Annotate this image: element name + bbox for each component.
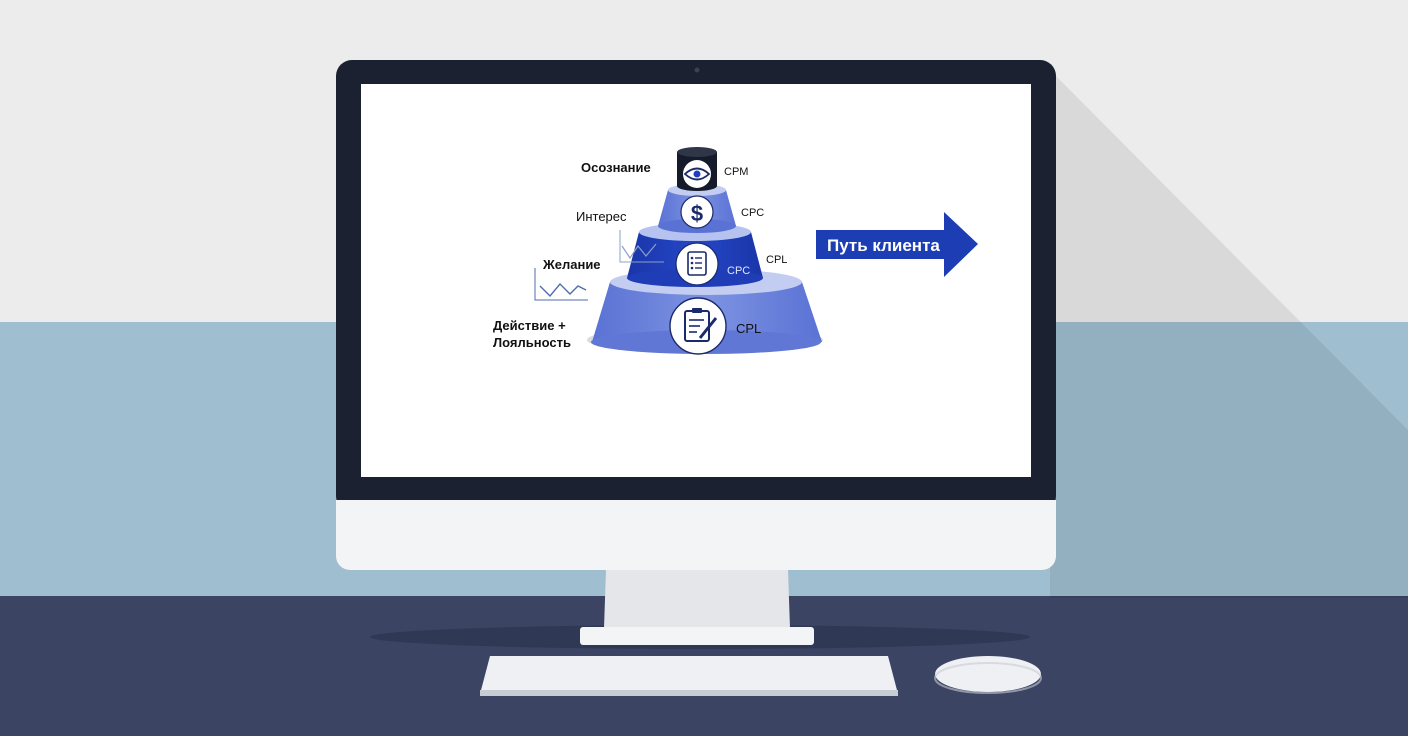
monitor-stand <box>604 570 790 628</box>
metric-cpm: CPM <box>724 166 748 178</box>
eye-icon <box>683 160 711 188</box>
monitor-chin <box>336 500 1056 570</box>
funnel-diagram: $ Осознание Интерес <box>493 147 823 355</box>
stage-label-desire: Желание <box>542 257 601 272</box>
metric-cpl-action: CPL <box>736 321 761 336</box>
stage-label-loyalty: Лояльность <box>493 335 571 350</box>
stage-label-awareness: Осознание <box>581 160 651 175</box>
webcam <box>694 67 700 73</box>
clipboard-pencil-icon <box>669 297 727 355</box>
metric-cpl-outer: CPL <box>766 254 787 266</box>
dollar-icon: $ <box>680 195 714 229</box>
stand-base <box>580 627 814 645</box>
metric-cpc-interest: CPC <box>741 207 764 219</box>
checklist-icon <box>675 242 719 286</box>
svg-text:$: $ <box>691 201 703 226</box>
customer-journey-label: Путь клиента <box>827 236 940 255</box>
monitor-shadow <box>1050 70 1408 598</box>
keyboard <box>480 656 898 694</box>
stage-label-interest: Интерес <box>576 209 627 224</box>
mouse <box>935 656 1041 692</box>
stage-label-action: Действие + <box>493 318 566 333</box>
mini-chart-desire <box>534 268 588 301</box>
mini-chart-interest <box>619 230 664 263</box>
metric-cpc-desire: CPC <box>727 265 750 277</box>
customer-journey-arrow: Путь клиента <box>816 212 978 277</box>
